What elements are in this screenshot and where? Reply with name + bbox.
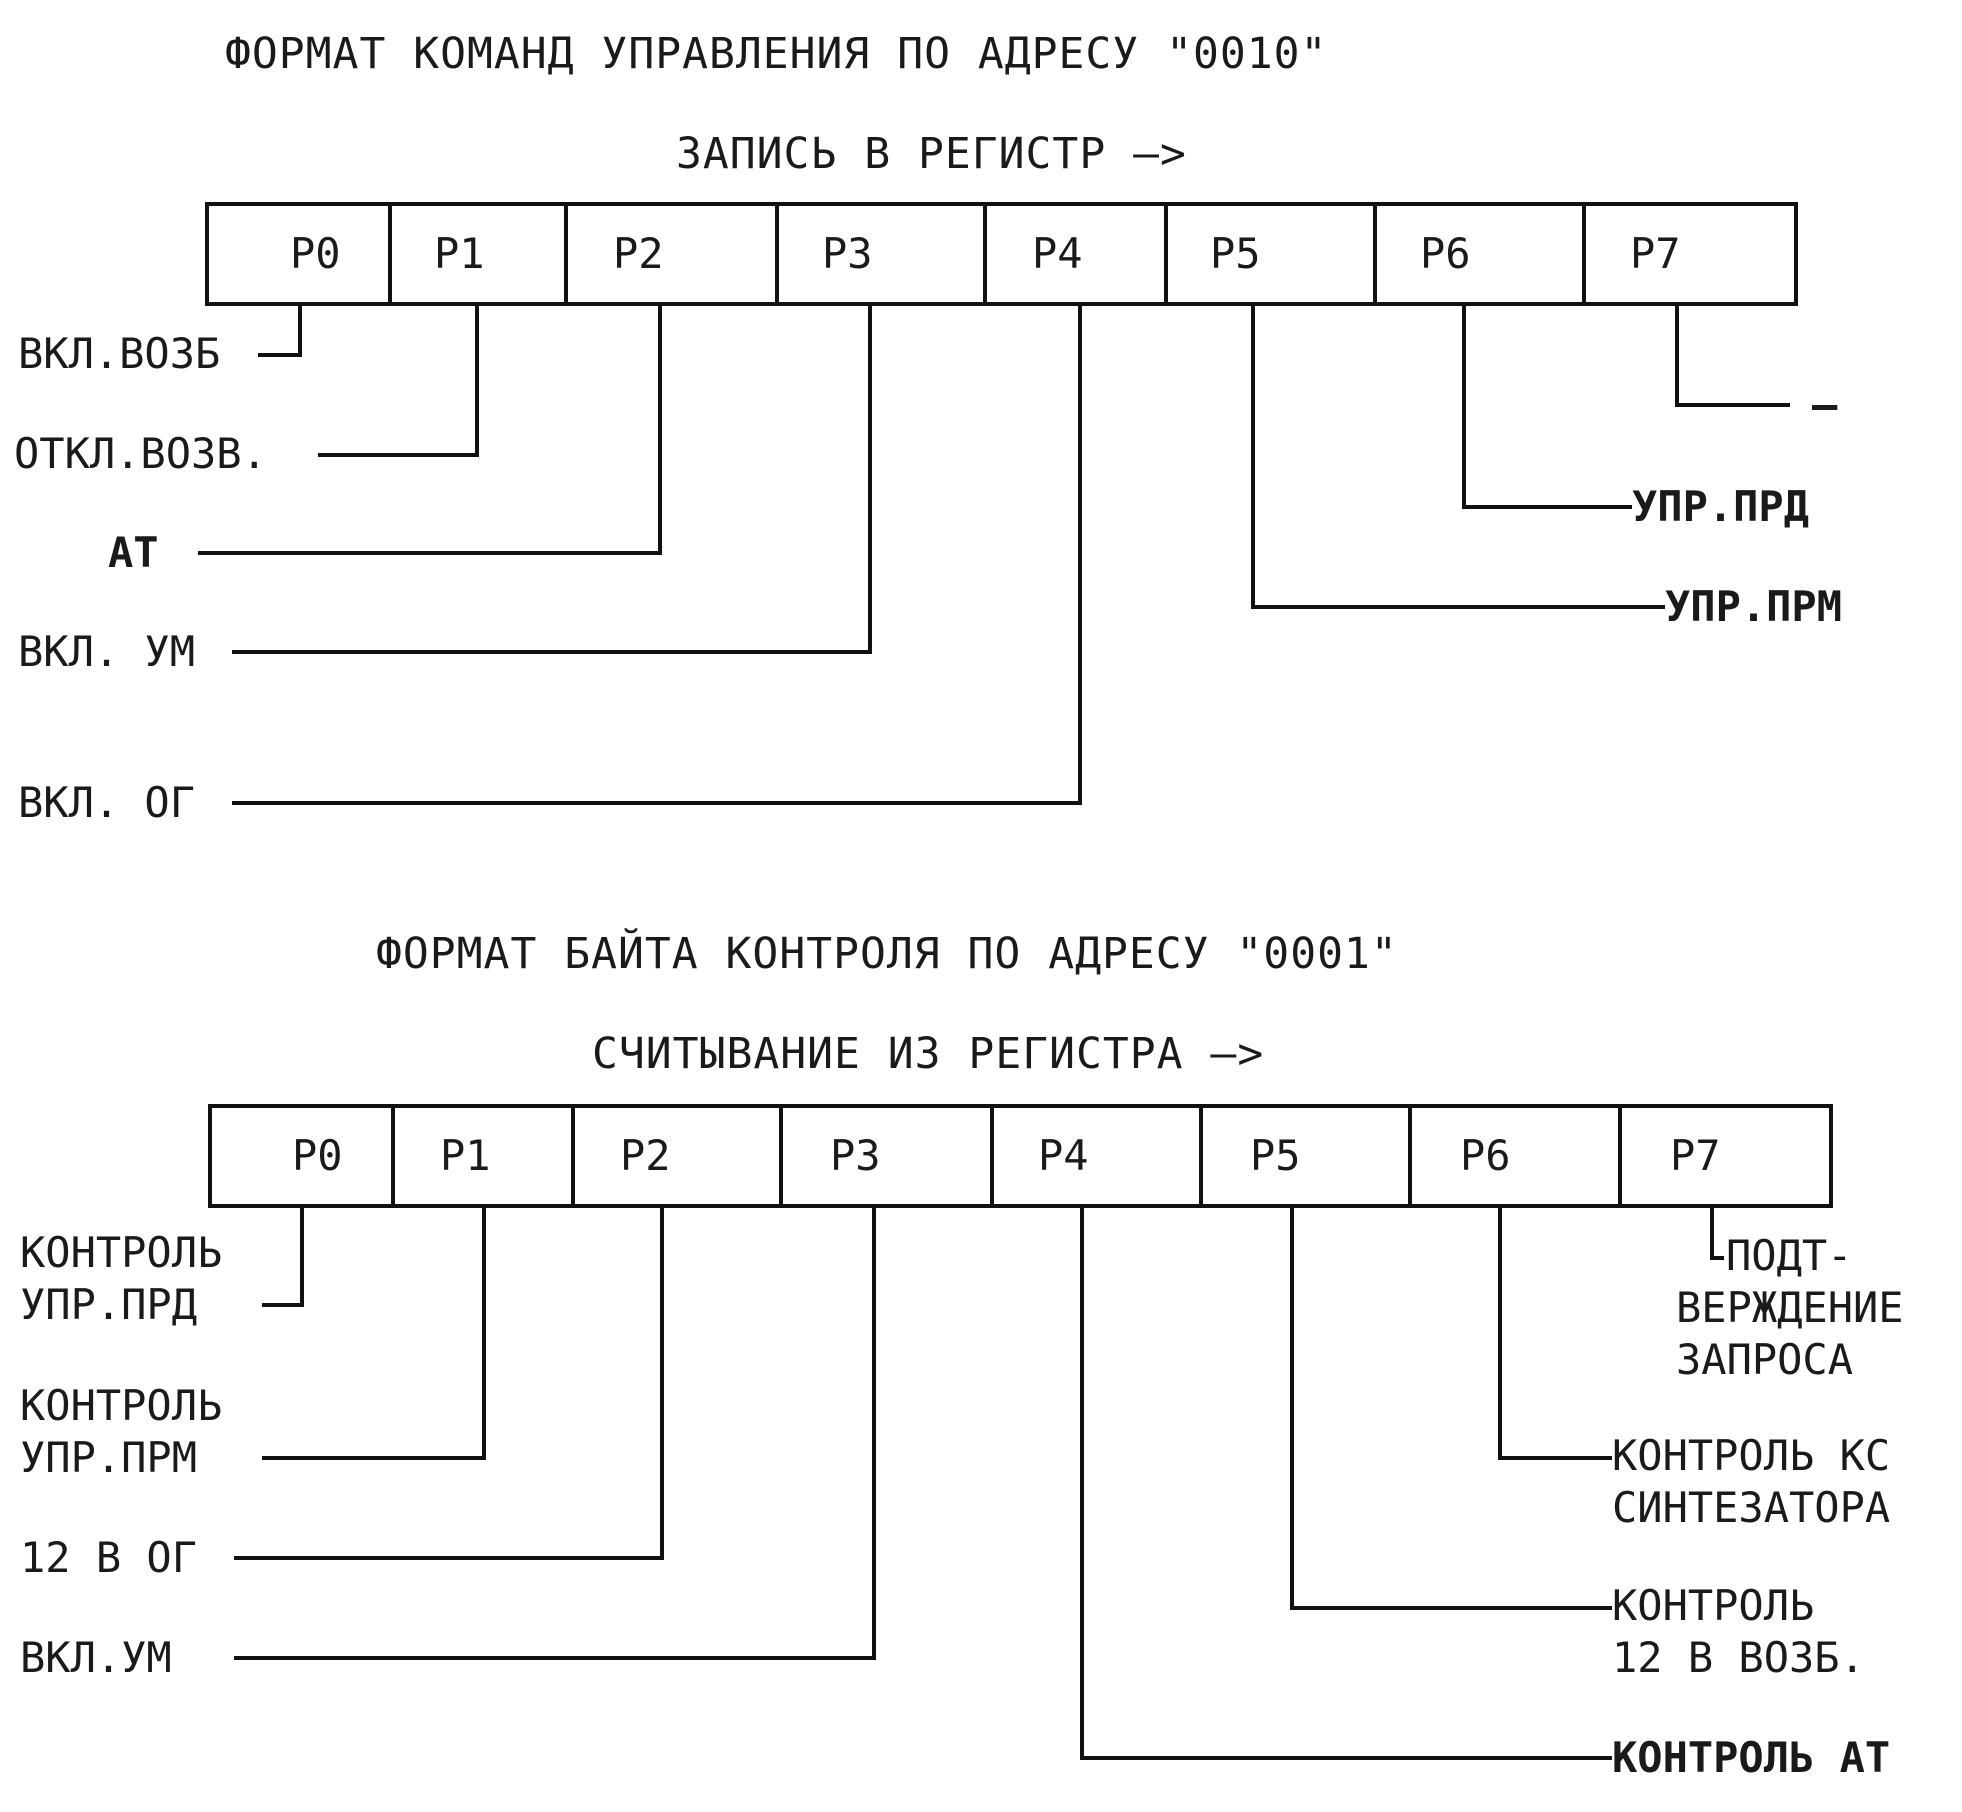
signal-label-p3: ВКЛ.УМ xyxy=(20,1633,172,1682)
register-cell-p7 xyxy=(1582,202,1798,306)
section-1-direction: ЗАПИСЬ В РЕГИСТР —> xyxy=(676,129,1187,179)
leader-p4 xyxy=(232,306,1082,805)
signal-label-p0-line-2: УПР.ПРД xyxy=(20,1280,197,1329)
bit-label-p5: P5 xyxy=(1210,229,1261,278)
leader-p5 xyxy=(1251,306,1665,609)
bit-label-p4: P4 xyxy=(1032,229,1083,278)
leader-p0 xyxy=(262,1208,304,1307)
register-cell-p5 xyxy=(1164,202,1377,306)
signal-label-p7-line-2: ВЕРЖДЕНИЕ xyxy=(1676,1283,1904,1332)
bit-label-p3: P3 xyxy=(822,229,873,278)
register-cell-p6 xyxy=(1373,202,1586,306)
signal-label-p1-line-2: УПР.ПРМ xyxy=(20,1433,197,1482)
register-cell-p2 xyxy=(571,1104,783,1208)
leader-p5 xyxy=(1290,1208,1612,1610)
leader-p6 xyxy=(1498,1208,1612,1460)
signal-label-p4: ВКЛ. ОГ xyxy=(18,778,195,827)
signal-label-p5: УПР.ПРМ xyxy=(1665,582,1842,631)
register-cell-p3 xyxy=(779,1104,994,1208)
leader-p6 xyxy=(1462,306,1632,509)
section-2-signal-labels: КОНТРОЛЬ УПР.ПРД КОНТРОЛЬ УПР.ПРМ 12 В О… xyxy=(20,1228,1904,1782)
bit-label-p4: P4 xyxy=(1038,1131,1089,1180)
register-cell-p2 xyxy=(564,202,779,306)
bit-label-p1: P1 xyxy=(440,1131,491,1180)
signal-label-p6-line-2: СИНТЕЗАТОРА xyxy=(1612,1483,1890,1532)
leader-p0 xyxy=(258,306,302,357)
signal-label-p5-line-1: КОНТРОЛЬ xyxy=(1612,1581,1814,1630)
section-1-register: P0 P1 P2 P3 P4 P5 P6 P7 xyxy=(205,202,1798,306)
signal-label-p1: ОТКЛ.ВОЗВ. xyxy=(14,429,267,478)
signal-label-p4: КОНТРОЛЬ АТ xyxy=(1612,1733,1890,1782)
signal-label-p7-line-1: ПОДТ- xyxy=(1726,1231,1852,1280)
signal-label-p2: 12 В ОГ xyxy=(20,1533,197,1582)
bit-label-p6: P6 xyxy=(1460,1131,1511,1180)
leader-p3 xyxy=(234,1208,876,1660)
leader-p7 xyxy=(1675,306,1790,407)
signal-label-p7: – xyxy=(1812,380,1838,429)
section-1-signal-labels: ВКЛ.ВОЗБ ОТКЛ.ВОЗВ. АТ ВКЛ. УМ ВКЛ. ОГ У… xyxy=(14,329,1842,827)
bit-label-p0: P0 xyxy=(292,1131,343,1180)
leader-p4 xyxy=(1080,1208,1612,1760)
signal-label-p6-line-1: КОНТРОЛЬ КС xyxy=(1612,1431,1890,1480)
signal-label-p7-line-3: ЗАПРОСА xyxy=(1676,1335,1853,1384)
signal-label-p5-line-2: 12 В ВОЗБ. xyxy=(1612,1633,1865,1682)
bit-label-p7: P7 xyxy=(1670,1131,1721,1180)
bit-label-p1: P1 xyxy=(434,229,485,278)
register-cell-p7 xyxy=(1618,1104,1833,1208)
section-2-direction: СЧИТЫВАНИЕ ИЗ РЕГИСТРА —> xyxy=(592,1029,1264,1079)
leader-p2 xyxy=(198,306,662,555)
section-2-register: P0 P1 P2 P3 P4 P5 P6 P7 xyxy=(208,1104,1833,1208)
section-1-title: ФОРМАТ КОМАНД УПРАВЛЕНИЯ ПО АДРЕСУ "0010… xyxy=(225,29,1327,79)
bit-label-p5: P5 xyxy=(1250,1131,1301,1180)
section-1-leader-lines xyxy=(198,306,1790,805)
bit-label-p2: P2 xyxy=(620,1131,671,1180)
bit-label-p7: P7 xyxy=(1630,229,1681,278)
section-command-format: ФОРМАТ КОМАНД УПРАВЛЕНИЯ ПО АДРЕСУ "0010… xyxy=(14,29,1842,827)
bit-label-p2: P2 xyxy=(613,229,664,278)
leader-p1 xyxy=(262,1208,486,1460)
section-2-title: ФОРМАТ БАЙТА КОНТРОЛЯ ПО АДРЕСУ "0001" xyxy=(376,928,1398,979)
leader-p3 xyxy=(232,306,872,654)
signal-label-p3: ВКЛ. УМ xyxy=(18,627,195,676)
signal-label-p2: АТ xyxy=(108,528,159,577)
bit-label-p0: P0 xyxy=(290,229,341,278)
leader-p2 xyxy=(234,1208,664,1560)
register-cell-p3 xyxy=(775,202,987,306)
leader-p7 xyxy=(1710,1208,1724,1260)
register-cell-p4 xyxy=(990,1104,1203,1208)
section-control-byte-format: ФОРМАТ БАЙТА КОНТРОЛЯ ПО АДРЕСУ "0001" С… xyxy=(20,928,1904,1782)
signal-label-p1-line-1: КОНТРОЛЬ xyxy=(20,1381,222,1430)
signal-label-p0: ВКЛ.ВОЗБ xyxy=(18,329,220,378)
leader-p1 xyxy=(318,306,479,457)
bit-label-p6: P6 xyxy=(1420,229,1471,278)
signal-label-p0-line-1: КОНТРОЛЬ xyxy=(20,1228,222,1277)
bit-label-p3: P3 xyxy=(830,1131,881,1180)
section-2-leader-lines xyxy=(234,1208,1724,1760)
register-cell-p6 xyxy=(1408,1104,1622,1208)
register-cell-p5 xyxy=(1199,1104,1412,1208)
signal-label-p6: УПР.ПРД xyxy=(1632,482,1809,531)
